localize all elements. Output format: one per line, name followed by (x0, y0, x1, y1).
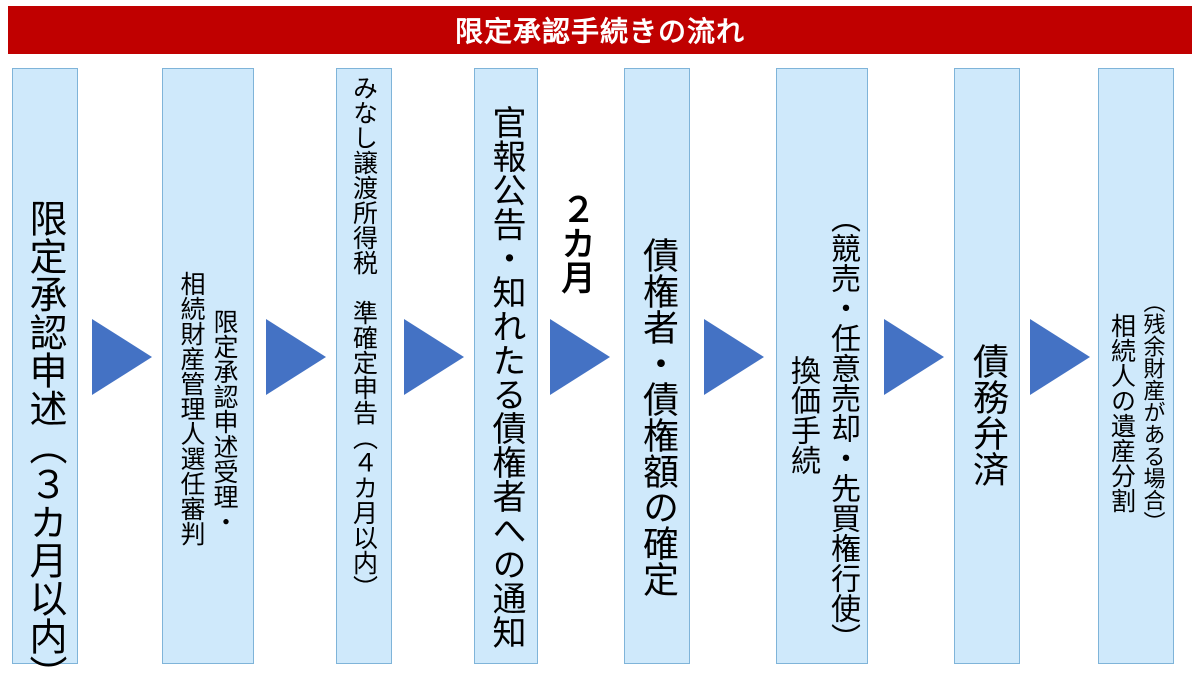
arrow-right-icon (266, 319, 326, 395)
step-2-text-line-1: 限定承認申述受理・ (210, 309, 239, 534)
step-box-7: 債務弁済 (954, 68, 1020, 664)
step-box-4: 官報公告・知れたる債権者への通知 (474, 68, 538, 664)
step-1-text: 限定承認申述（３カ月以内） (23, 199, 67, 693)
arrow-right-icon (884, 319, 944, 395)
arrow-right-icon (550, 319, 610, 395)
step-box-2: 限定承認申述受理・ 相続財産管理人選任審判 (162, 68, 254, 664)
step-3-text: みなし譲渡所得税 準確定申告（４カ月以内） (349, 75, 379, 600)
step-2-text-line-2: 相続財産管理人選任審判 (177, 271, 206, 546)
step-5-text: 債権者・債権額の確定 (637, 237, 678, 597)
arrow-right-icon (404, 319, 464, 395)
step-box-1: 限定承認申述（３カ月以内） (12, 68, 78, 693)
arrow-right-icon (1030, 319, 1090, 395)
period-label: ２カ月 (555, 192, 595, 294)
step-8-text-line-2: 相続人の遺産分割 (1107, 313, 1137, 513)
arrow-right-icon (92, 319, 152, 395)
step-6-text-line-1: （競売・任意売却・先買権行使） (825, 203, 860, 653)
step-box-6: （競売・任意売却・先買権行使） 換価手続 (776, 68, 868, 664)
arrow-right-icon (704, 319, 764, 395)
step-box-8: （残余財産がある場合） 相続人の遺産分割 (1098, 68, 1174, 664)
page-title: 限定承認手続きの流れ (8, 6, 1192, 54)
step-7-text: 債務弁済 (967, 343, 1008, 487)
step-box-5: 債権者・債権額の確定 (624, 68, 690, 664)
step-4-text: 官報公告・知れたる債権者への通知 (486, 105, 526, 649)
step-6-text-line-2: 換価手続 (785, 355, 820, 475)
step-8-text-line-1: （残余財産がある場合） (1139, 291, 1165, 533)
step-box-3: みなし譲渡所得税 準確定申告（４カ月以内） (336, 68, 392, 664)
